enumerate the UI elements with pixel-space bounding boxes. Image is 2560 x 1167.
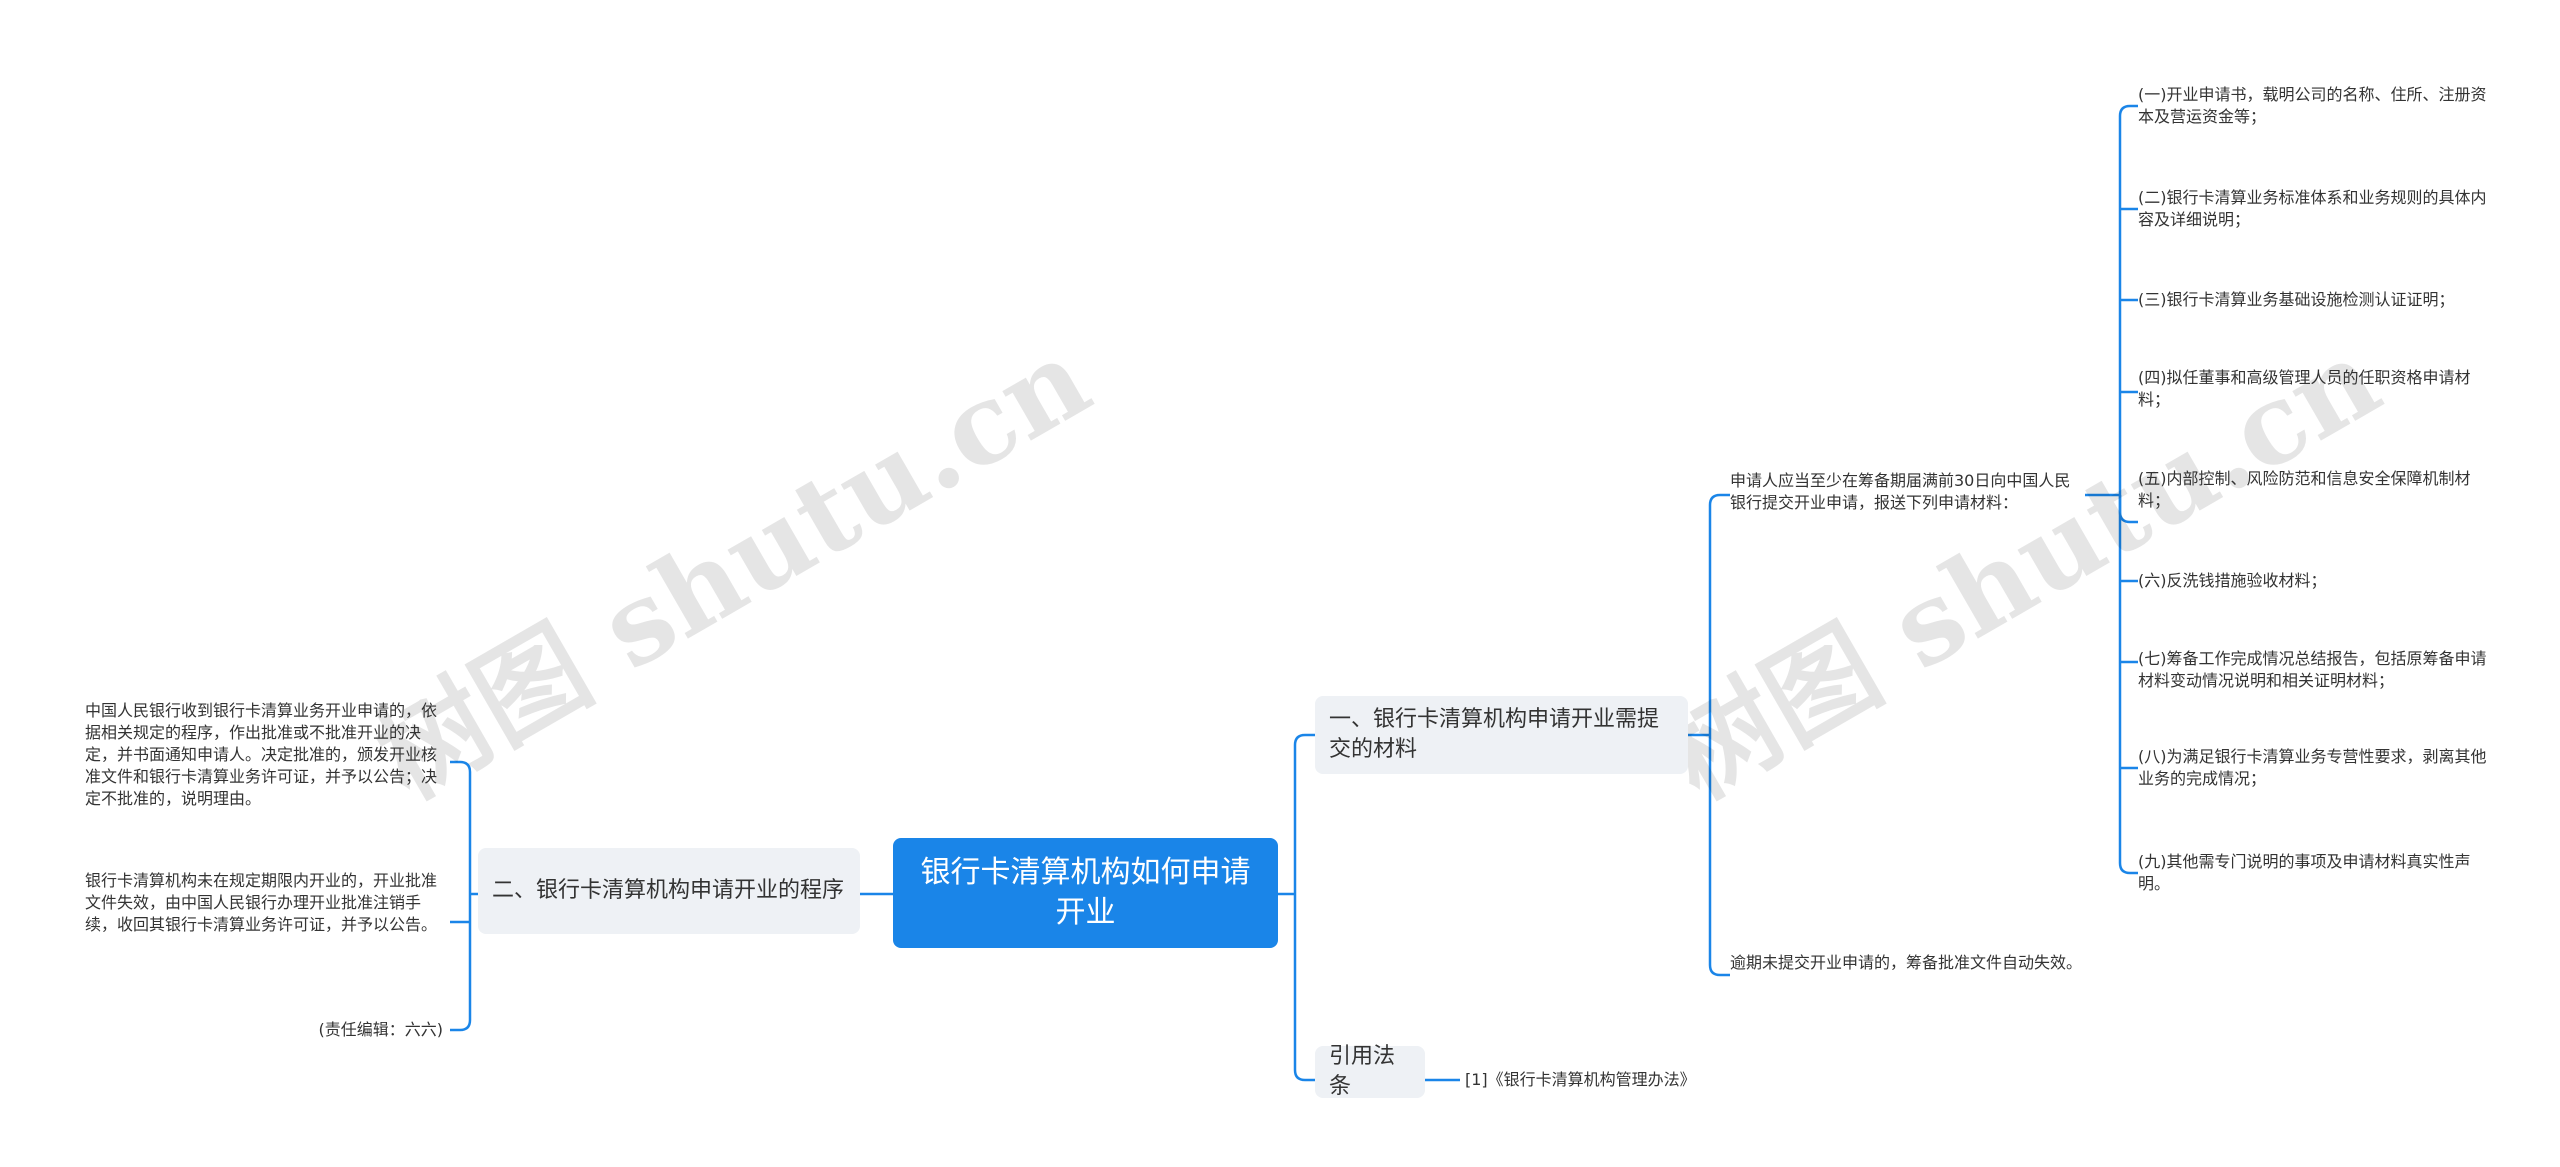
branch-label: 引用法条 — [1329, 1044, 1396, 1099]
list-item[interactable]: (三)银行卡清算业务基础设施检测认证证明； — [2138, 289, 2488, 311]
list-item[interactable]: (八)为满足银行卡清算业务专营性要求，剥离其他业务的完成情况； — [2138, 746, 2488, 790]
sub-text: 申请人应当至少在筹备期届满前30日向中国人民银行提交开业申请，报送下列申请材料： — [1730, 471, 2071, 512]
item-text: (七)筹备工作完成情况总结报告，包括原筹备申请材料变动情况说明和相关证明材料； — [2138, 649, 2487, 690]
leaf-text: 中国人民银行收到银行卡清算业务开业申请的，依据相关规定的程序，作出批准或不批准开… — [85, 701, 438, 808]
leaf-text: 银行卡清算机构未在规定期限内开业的，开业批准文件失效，由中国人民银行办理开业批准… — [85, 871, 438, 934]
list-item[interactable]: (九)其他需专门说明的事项及申请材料真实性声明。 — [2138, 851, 2488, 895]
branch-node-law[interactable]: 引用法条 — [1315, 1044, 1425, 1099]
list-item[interactable]: (五)内部控制、风险防范和信息安全保障机制材料； — [2138, 468, 2488, 512]
leaf-node-law-ref[interactable]: [1]《银行卡清算机构管理办法》 — [1465, 1069, 1785, 1091]
list-item[interactable]: (二)银行卡清算业务标准体系和业务规则的具体内容及详细说明； — [2138, 187, 2488, 231]
item-text: (三)银行卡清算业务基础设施检测认证证明； — [2138, 290, 2455, 309]
list-item[interactable]: (七)筹备工作完成情况总结报告，包括原筹备申请材料变动情况说明和相关证明材料； — [2138, 648, 2488, 692]
branch-node-procedure[interactable]: 二、银行卡清算机构申请开业的程序 — [478, 848, 860, 934]
item-text: (五)内部控制、风险防范和信息安全保障机制材料； — [2138, 469, 2471, 510]
sub-node-application[interactable]: 申请人应当至少在筹备期届满前30日向中国人民银行提交开业申请，报送下列申请材料： — [1730, 470, 2085, 514]
item-text: (一)开业申请书，载明公司的名称、住所、注册资本及营运资金等； — [2138, 85, 2487, 126]
leaf-text: (责任编辑：六六) — [318, 1020, 444, 1039]
root-node[interactable]: 银行卡清算机构如何申请开业 — [893, 838, 1278, 948]
list-item[interactable]: (四)拟任董事和高级管理人员的任职资格申请材料； — [2138, 367, 2488, 411]
leaf-text: [1]《银行卡清算机构管理办法》 — [1465, 1070, 1696, 1089]
sub-node-expiry[interactable]: 逾期未提交开业申请的，筹备批准文件自动失效。 — [1730, 952, 2085, 974]
item-text: (二)银行卡清算业务标准体系和业务规则的具体内容及详细说明； — [2138, 188, 2487, 229]
sub-text: 逾期未提交开业申请的，筹备批准文件自动失效。 — [1730, 953, 2083, 972]
leaf-node[interactable]: 中国人民银行收到银行卡清算业务开业申请的，依据相关规定的程序，作出批准或不批准开… — [85, 700, 445, 810]
leaf-node[interactable]: 银行卡清算机构未在规定期限内开业的，开业批准文件失效，由中国人民银行办理开业批准… — [85, 870, 445, 936]
root-label: 银行卡清算机构如何申请开业 — [920, 855, 1251, 930]
item-text: (九)其他需专门说明的事项及申请材料真实性声明。 — [2138, 852, 2471, 893]
list-item[interactable]: (六)反洗钱措施验收材料； — [2138, 570, 2488, 592]
item-text: (四)拟任董事和高级管理人员的任职资格申请材料； — [2138, 368, 2471, 409]
branch-node-materials[interactable]: 一、银行卡清算机构申请开业需提交的材料 — [1315, 696, 1688, 774]
leaf-node-editor[interactable]: (责任编辑：六六) — [245, 1019, 444, 1041]
item-text: (六)反洗钱措施验收材料； — [2138, 571, 2327, 590]
item-text: (八)为满足银行卡清算业务专营性要求，剥离其他业务的完成情况； — [2138, 747, 2487, 788]
branch-label: 一、银行卡清算机构申请开业需提交的材料 — [1329, 707, 1660, 762]
branch-label: 二、银行卡清算机构申请开业的程序 — [492, 878, 845, 903]
list-item[interactable]: (一)开业申请书，载明公司的名称、住所、注册资本及营运资金等； — [2138, 84, 2488, 128]
